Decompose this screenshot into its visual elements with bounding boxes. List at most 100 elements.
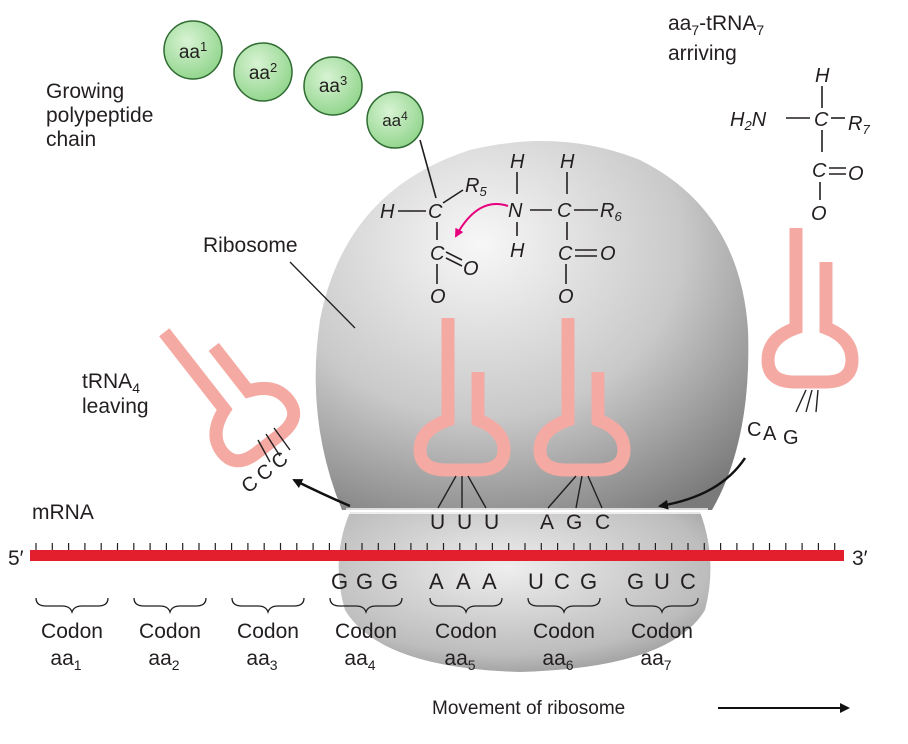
ribosome-label: Ribosome — [203, 234, 298, 257]
svg-text:U: U — [430, 511, 445, 534]
trna-base-pair-lines — [257, 389, 819, 509]
svg-text:arriving: arriving — [668, 42, 737, 65]
svg-text:C: C — [557, 200, 572, 222]
svg-text:aa3: aa3 — [246, 647, 277, 673]
svg-text:C: C — [554, 569, 570, 594]
svg-text:G: G — [566, 511, 582, 534]
svg-text:aa2: aa2 — [148, 647, 179, 673]
bead-aa3 — [303, 56, 363, 116]
svg-text:aa7-tRNA7: aa7-tRNA7 — [668, 12, 764, 38]
anticodon-a-site: A G C — [540, 511, 610, 534]
svg-text:U: U — [528, 569, 544, 594]
bead-label-aa2: aa2 — [249, 60, 277, 84]
leaving-arrow — [292, 478, 351, 508]
mrna-bases: G G G A A A U C G G U C — [331, 569, 696, 594]
three-prime-label: 3′ — [852, 547, 868, 570]
svg-text:H: H — [380, 201, 395, 223]
bead-label-aa4: aa4 — [382, 109, 408, 130]
svg-text:chain: chain — [46, 128, 96, 151]
arriving-label: aa7-tRNA7 arriving — [668, 12, 764, 65]
svg-text:aa1: aa1 — [50, 647, 81, 673]
mrna-label: mRNA — [32, 501, 94, 524]
svg-text:R7: R7 — [848, 113, 870, 137]
bead-label-aa1: aa1 — [179, 39, 207, 63]
svg-text:G: G — [356, 569, 373, 594]
svg-text:R6: R6 — [600, 200, 622, 224]
svg-text:G: G — [381, 569, 398, 594]
svg-text:O: O — [558, 286, 574, 308]
ribosome-large-subunit — [315, 141, 749, 510]
peptidyl-chemistry: H C R5 C O O H N H H C R6 C O O — [380, 139, 622, 308]
svg-text:A: A — [540, 511, 554, 534]
ribosome-gap — [346, 508, 708, 514]
mrna-strand — [30, 550, 844, 561]
svg-text:G: G — [331, 569, 348, 594]
svg-text:O: O — [811, 203, 827, 225]
svg-text:Codon: Codon — [237, 620, 299, 643]
svg-text:Codon: Codon — [139, 620, 201, 643]
svg-text:H: H — [510, 240, 525, 262]
movement-label: Movement of ribosome — [432, 698, 625, 719]
svg-text:aa7: aa7 — [640, 647, 671, 673]
svg-text:N: N — [508, 200, 523, 222]
svg-text:A: A — [763, 423, 777, 445]
svg-text:C: C — [558, 243, 573, 265]
svg-text:Codon: Codon — [41, 620, 103, 643]
svg-text:G: G — [627, 569, 644, 594]
trna-a-site — [533, 318, 631, 477]
svg-text:R5: R5 — [465, 175, 487, 199]
svg-text:H: H — [560, 151, 575, 173]
trna-arriving — [761, 228, 859, 389]
svg-text:A: A — [429, 569, 444, 594]
svg-text:C: C — [595, 511, 610, 534]
svg-text:C: C — [814, 109, 829, 131]
arriving-arrow — [658, 457, 747, 510]
svg-text:U: U — [484, 511, 499, 534]
svg-text:Growing: Growing — [46, 80, 124, 103]
svg-text:aa6: aa6 — [542, 647, 573, 673]
svg-text:H: H — [510, 151, 525, 173]
svg-text:C: C — [430, 243, 445, 265]
codon-braces — [35, 597, 699, 615]
peptide-bond-arrow — [455, 203, 509, 238]
svg-text:aa5: aa5 — [444, 647, 475, 673]
svg-text:H2N: H2N — [730, 109, 767, 133]
bead-aa2 — [233, 42, 293, 102]
trna-p-site — [413, 318, 511, 477]
svg-text:Codon: Codon — [631, 620, 693, 643]
svg-text:tRNA4: tRNA4 — [82, 370, 140, 396]
svg-text:G: G — [580, 569, 597, 594]
anticodon-p-site: U U U — [430, 511, 499, 534]
trna-leaving — [159, 328, 301, 468]
svg-text:Codon: Codon — [533, 620, 595, 643]
bead-aa4 — [366, 91, 424, 149]
svg-text:U: U — [654, 569, 670, 594]
mrna-ticks — [35, 543, 836, 551]
leaving-label: tRNA4 leaving — [82, 370, 149, 418]
five-prime-label: 5′ — [8, 547, 24, 570]
bead-aa1 — [163, 20, 223, 80]
svg-text:H: H — [815, 65, 830, 87]
codon-labels: Codon Codon Codon Codon Codon Codon Codo… — [41, 620, 693, 673]
svg-text:aa4: aa4 — [344, 647, 375, 673]
svg-text:Codon: Codon — [335, 620, 397, 643]
svg-text:C: C — [747, 419, 761, 441]
svg-text:O: O — [600, 243, 616, 265]
svg-text:C: C — [812, 160, 827, 182]
polypeptide-chain: aa1 aa2 aa3 aa4 — [163, 20, 424, 149]
svg-text:C: C — [428, 201, 443, 223]
anticodon-arriving: C A G — [747, 419, 799, 449]
svg-text:U: U — [457, 511, 472, 534]
svg-text:C: C — [680, 569, 696, 594]
svg-text:O: O — [430, 286, 446, 308]
arriving-aa7-chemistry: H H2N C R7 C O O — [730, 65, 870, 225]
ribosome-leader-line — [289, 261, 356, 329]
bead-label-aa3: aa3 — [319, 73, 347, 97]
svg-text:Codon: Codon — [435, 620, 497, 643]
polypeptide-label: Growing polypeptide chain — [46, 80, 153, 151]
svg-text:polypeptide: polypeptide — [46, 104, 153, 127]
svg-text:A: A — [482, 569, 497, 594]
svg-text:G: G — [783, 427, 799, 449]
svg-text:O: O — [463, 258, 479, 280]
